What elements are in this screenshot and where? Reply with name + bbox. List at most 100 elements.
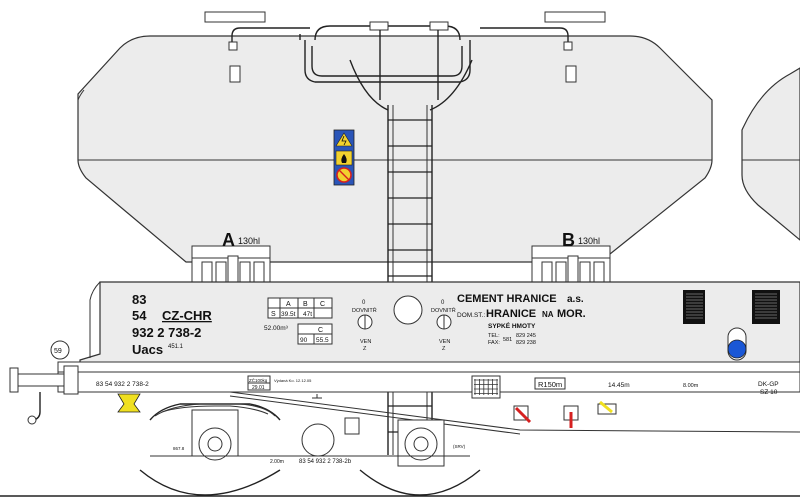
wagon-number-suffix: 451.1	[168, 344, 184, 350]
top-hatch-left	[204, 11, 266, 23]
owner-prefix: 581	[503, 337, 512, 343]
wagon-number-line3: 932 2 738-2	[132, 325, 201, 340]
valve-left-mid: DOVNITŘ	[352, 306, 377, 314]
top-hatch-right	[544, 11, 606, 23]
radius-box	[534, 377, 566, 390]
info-plate-lines	[686, 293, 777, 319]
owner-cargo: SYPKÉ HMOTY	[488, 321, 536, 330]
bogie-bracket	[344, 417, 360, 435]
frame-length: 14.45m	[608, 382, 630, 389]
frame-spacing: 8.00m	[683, 383, 699, 389]
owner-suffix: a.s.	[567, 294, 584, 305]
frame-band	[57, 361, 800, 393]
bogie-number: 83 54 932 2 738-2b	[299, 459, 352, 465]
frame-radius: R150m	[538, 380, 562, 389]
owner-tel: 829 245	[516, 333, 536, 339]
wagon-number-line1: 83	[132, 292, 146, 307]
owner-name: CEMENT HRANICE	[457, 293, 557, 305]
valve-left-top: 0	[362, 300, 366, 306]
bogie-wheel-dim: 867.8	[173, 446, 185, 451]
load-s-val2: 47t	[303, 311, 312, 318]
frame-number-small: 83 54 932 2 738-2	[96, 381, 149, 388]
bogie-srv: (SRV)	[453, 444, 466, 449]
owner-tel-label: TEL:	[488, 333, 500, 339]
owner-fax: 829 238	[516, 340, 536, 346]
hopper-b-letter: B	[562, 230, 575, 250]
load-head-a: A	[286, 301, 291, 308]
buffer-plate	[9, 367, 19, 393]
platform-top-right	[429, 21, 449, 31]
frame-diagonal	[229, 391, 800, 433]
hopper-shell	[77, 35, 713, 263]
sill-front-curve	[89, 281, 101, 358]
hopper-b-volume: 130hl	[578, 236, 600, 246]
revision-box2: 29.01	[252, 385, 265, 391]
valve-handle-left: 0 DOVNITŘ VEN Z	[352, 300, 377, 352]
high-voltage-warning-icon	[335, 132, 353, 147]
owner-home-mor: MOR.	[557, 308, 586, 320]
shell-gable	[77, 89, 85, 101]
valve-right-z: Z	[442, 346, 446, 352]
frame-dk-gp: DK-GP	[758, 381, 779, 388]
wheel-right	[359, 469, 481, 496]
info-plate-left	[683, 290, 705, 324]
discharge-unit-a	[191, 245, 271, 319]
buffer-yellow-block	[117, 393, 141, 413]
revision-note: Výdaná Ko. 12.12.05	[274, 378, 312, 383]
nozzle-right	[565, 65, 577, 83]
bogie: 867.8 2.00m 83 54 932 2 738-2b (SRV)	[139, 403, 481, 496]
owner-home-na: NA	[542, 310, 554, 319]
valve-handle-right: 0 DOVNITŘ VEN Z	[431, 300, 456, 352]
valve-left-bottom: VEN	[360, 339, 371, 345]
warning-signs	[333, 129, 355, 186]
pipe-left-top	[231, 27, 310, 46]
valve-right-top: 0	[441, 300, 445, 306]
ladder-hatch-circle	[393, 295, 423, 325]
wheel-left	[139, 469, 281, 496]
load-c-val2: 55.5	[316, 337, 329, 344]
brace-right	[429, 59, 473, 111]
grille-box	[471, 375, 501, 399]
load-head-c: C	[320, 301, 325, 308]
load-c-val1: 90	[300, 337, 308, 344]
wagon-number-line2-prefix: 54	[132, 308, 147, 323]
pipe-right-cap	[563, 41, 573, 51]
valve-left-z: Z	[363, 346, 367, 352]
valve-right-bottom: VEN	[439, 339, 450, 345]
wagon-number-line2-code: CZ-CHR	[162, 308, 212, 323]
frame-circle-number: 59	[54, 348, 62, 355]
bogie-spacing: 2.00m	[270, 459, 284, 465]
bogie-center-pin	[301, 423, 335, 457]
nozzle-left	[229, 65, 241, 83]
load-s-label: S	[271, 311, 276, 318]
hopper-a-volume: 130hl	[238, 236, 260, 246]
buffer-housing	[63, 365, 79, 395]
load-c-label: C	[318, 327, 323, 334]
hopper-shell-right	[741, 67, 800, 241]
valve-right-mid: DOVNITŘ	[431, 306, 456, 314]
revision-box1: ZČ100kg	[249, 377, 268, 383]
pipe-left-cap	[228, 41, 238, 51]
grille-lines	[474, 379, 498, 395]
load-head-b: B	[303, 301, 308, 308]
load-s-val1: 39.5t	[281, 311, 296, 318]
coupler-hook	[33, 392, 41, 421]
signal-lamp-blue	[727, 339, 747, 359]
platform-top-left	[369, 21, 389, 31]
pipe-right-top	[480, 27, 569, 46]
platform-rail	[304, 40, 471, 83]
info-plate-right	[752, 290, 780, 324]
owner-home-label: DOM.ST.:	[457, 312, 485, 319]
wagon-number-line4: Uacs	[132, 342, 163, 357]
owner-home: HRANICE	[486, 308, 536, 320]
hopper-a-letter: A	[222, 230, 235, 250]
load-table: A B C S 39.5t 47t 52.00m³ C 90 55.5	[264, 297, 333, 345]
brace-left	[349, 59, 389, 111]
owner-fax-label: FAX:	[488, 340, 500, 346]
brake-handle-1	[514, 406, 532, 424]
circle-number	[50, 340, 70, 360]
frame-sz: SZ 10	[760, 389, 778, 396]
load-volume: 52.00m³	[264, 325, 289, 332]
